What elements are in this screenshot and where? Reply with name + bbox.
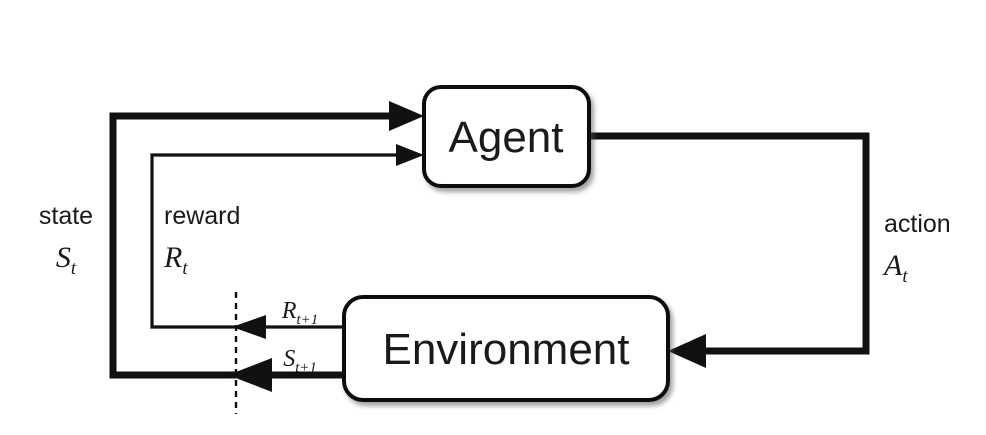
edge-state-feedback xyxy=(109,101,424,379)
edge-next-reward xyxy=(232,315,344,339)
reward-feedback-line xyxy=(150,153,398,329)
reward-symbol-sub: t xyxy=(182,258,188,279)
edge-action-forward xyxy=(589,132,870,368)
next-reward-sub: t+1 xyxy=(297,312,319,328)
agent-box[interactable] xyxy=(422,85,591,188)
environment-box[interactable] xyxy=(342,295,670,402)
next-state-sub: t+1 xyxy=(295,360,317,376)
node-agent[interactable]: Agent xyxy=(422,85,591,188)
state-arrowhead-icon xyxy=(389,101,424,131)
environment-label: Environment xyxy=(382,325,629,374)
node-environment[interactable]: Environment xyxy=(342,295,670,402)
next-reward-symbol-label: Rt+1 xyxy=(281,298,318,328)
next-reward-base: R xyxy=(281,298,297,324)
edge-reward-feedback xyxy=(150,144,424,329)
state-symbol-label: St xyxy=(56,241,77,279)
state-symbol-base: S xyxy=(56,241,71,274)
edge-next-state xyxy=(228,358,344,392)
reward-arrowhead-icon xyxy=(396,144,424,166)
state-feedback-line xyxy=(109,112,395,379)
reward-symbol-base: R xyxy=(163,241,182,274)
next-state-base: S xyxy=(283,346,295,372)
label-state: state St xyxy=(39,202,93,279)
next-reward-arrowhead-icon xyxy=(232,315,266,339)
state-symbol-sub: t xyxy=(71,258,77,279)
action-symbol-base: A xyxy=(882,249,903,282)
action-word-label: action xyxy=(884,210,951,238)
action-line xyxy=(589,132,870,355)
reward-word-label: reward xyxy=(164,202,240,230)
label-reward: reward Rt xyxy=(163,202,240,279)
action-symbol-label: At xyxy=(882,249,908,287)
action-arrowhead-icon xyxy=(668,334,706,368)
next-state-arrowhead-icon xyxy=(228,358,272,392)
reward-symbol-label: Rt xyxy=(163,241,188,279)
next-state-symbol-label: St+1 xyxy=(283,346,317,376)
state-word-label: state xyxy=(39,202,93,230)
action-symbol-sub: t xyxy=(902,266,908,287)
agent-label: Agent xyxy=(449,113,564,162)
label-action: action At xyxy=(882,210,951,287)
